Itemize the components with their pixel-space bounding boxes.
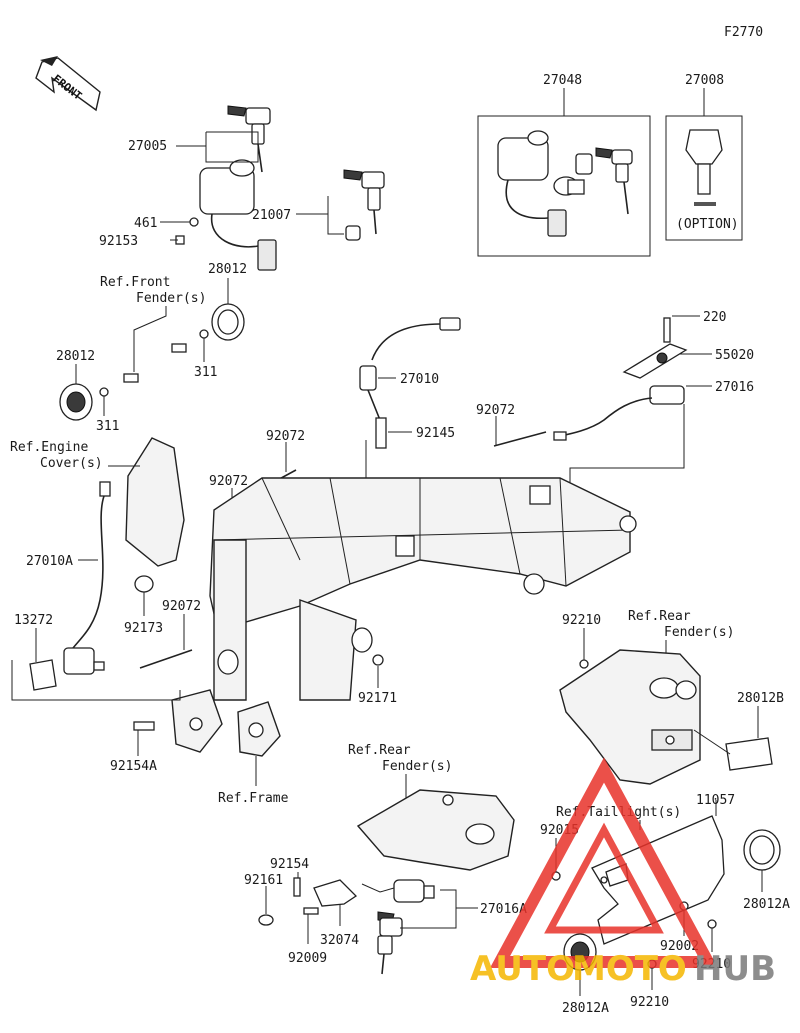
label-27048: 27048 [543, 73, 582, 88]
diagram-id: F2770 [724, 25, 763, 40]
lower-rear-fender [356, 789, 515, 871]
ignition-switch-27005 [175, 105, 277, 271]
bolt-front-fender-b [123, 373, 139, 383]
label-92009: 92009 [288, 951, 327, 966]
nut-92210-a [579, 659, 589, 669]
reflector-28012a-right [743, 829, 781, 871]
cover-55020 [622, 343, 688, 379]
label-32074: 32074 [320, 933, 359, 948]
label-92210-c: 92210 [630, 995, 669, 1010]
label-92171: 92171 [358, 691, 397, 706]
bracket-lead-27005 [176, 131, 259, 163]
screw-220 [663, 317, 671, 343]
ref-rear-fender-a-line2: Fender(s) [664, 625, 734, 640]
bolt-92154a [133, 721, 155, 731]
label-55020: 55020 [715, 348, 754, 363]
reflector-28012-top [211, 303, 245, 341]
label-92072-a: 92072 [476, 403, 515, 418]
label-92154: 92154 [270, 857, 309, 872]
ref-front-fender-line2: Fender(s) [136, 291, 206, 306]
label-92072-c: 92072 [209, 474, 248, 489]
ref-frame-label: Ref.Frame [218, 791, 289, 806]
option-note: (OPTION) [676, 217, 739, 232]
label-13272: 13272 [14, 613, 53, 628]
front-direction-arrow: FRONT [35, 56, 101, 112]
label-28012a-right: 28012A [743, 897, 790, 912]
key-cylinder-21007 [296, 169, 385, 241]
main-frame [171, 477, 637, 786]
ref-rear-fender-b-line2: Fender(s) [382, 759, 452, 774]
nut-311-b [99, 387, 109, 397]
reflector-28012-left [59, 383, 93, 421]
label-92002: 92002 [660, 939, 699, 954]
label-311-b: 311 [96, 419, 119, 434]
label-92161: 92161 [244, 873, 283, 888]
label-27016a: 27016A [480, 902, 527, 917]
label-311-a: 311 [194, 365, 217, 380]
set-box-27008: (OPTION) [665, 88, 743, 241]
watermark-triangle [489, 757, 719, 968]
bolt-front-fender-a [171, 343, 187, 353]
label-28012a-bottom: 28012A [562, 1001, 609, 1016]
label-92145: 92145 [416, 426, 455, 441]
label-27005: 27005 [128, 139, 167, 154]
bolt-92154 [293, 877, 301, 897]
nut-311-a [199, 329, 209, 339]
watermark-text-auto: AUTO [470, 949, 575, 989]
washer-92161 [258, 914, 274, 926]
rear-fender-assembly [559, 649, 701, 785]
label-92072-d: 92072 [162, 599, 201, 614]
reflector-28012b [693, 729, 773, 771]
bolt-92009 [303, 907, 319, 915]
ref-front-fender-line1: Ref.Front [100, 275, 170, 290]
label-28012-top: 28012 [208, 262, 247, 277]
label-27010a: 27010A [26, 554, 73, 569]
label-92173: 92173 [124, 621, 163, 636]
cable-tie-92072-a [493, 431, 547, 447]
label-27010: 27010 [400, 372, 439, 387]
label-461: 461 [134, 216, 157, 231]
label-11057: 11057 [696, 793, 735, 808]
grommet-92173 [134, 575, 154, 593]
label-21007: 21007 [252, 208, 291, 223]
label-27016: 27016 [715, 380, 754, 395]
ref-rear-fender-a-line1: Ref.Rear [628, 609, 691, 624]
automotohub-watermark: AUTO MOTO HUB [470, 757, 776, 989]
label-92072-b: 92072 [266, 429, 305, 444]
cable-tie-92072-d [139, 649, 193, 669]
label-27008: 27008 [685, 73, 724, 88]
label-220: 220 [703, 310, 726, 325]
ref-rear-fender-b-line1: Ref.Rear [348, 743, 411, 758]
label-92154a: 92154A [110, 759, 157, 774]
switch-27010a [63, 481, 111, 675]
bracket-13272 [29, 659, 57, 691]
label-92210-a: 92210 [562, 613, 601, 628]
label-92153: 92153 [99, 234, 138, 249]
nut-92171 [372, 654, 384, 666]
label-28012b: 28012B [737, 691, 784, 706]
watermark-text-moto: MOTO [572, 949, 687, 989]
watermark-text-hub: HUB [694, 949, 776, 989]
ref-engine-cover-line2: Cover(s) [40, 456, 103, 471]
engine-cover-ref [108, 437, 185, 567]
ref-engine-cover-line1: Ref.Engine [10, 440, 88, 455]
bracket-32074 [313, 879, 358, 907]
label-28012-left: 28012 [56, 349, 95, 364]
set-box-27048 [477, 88, 651, 257]
seat-lock-27016 [553, 317, 688, 496]
seat-lock-27016a [377, 879, 478, 975]
